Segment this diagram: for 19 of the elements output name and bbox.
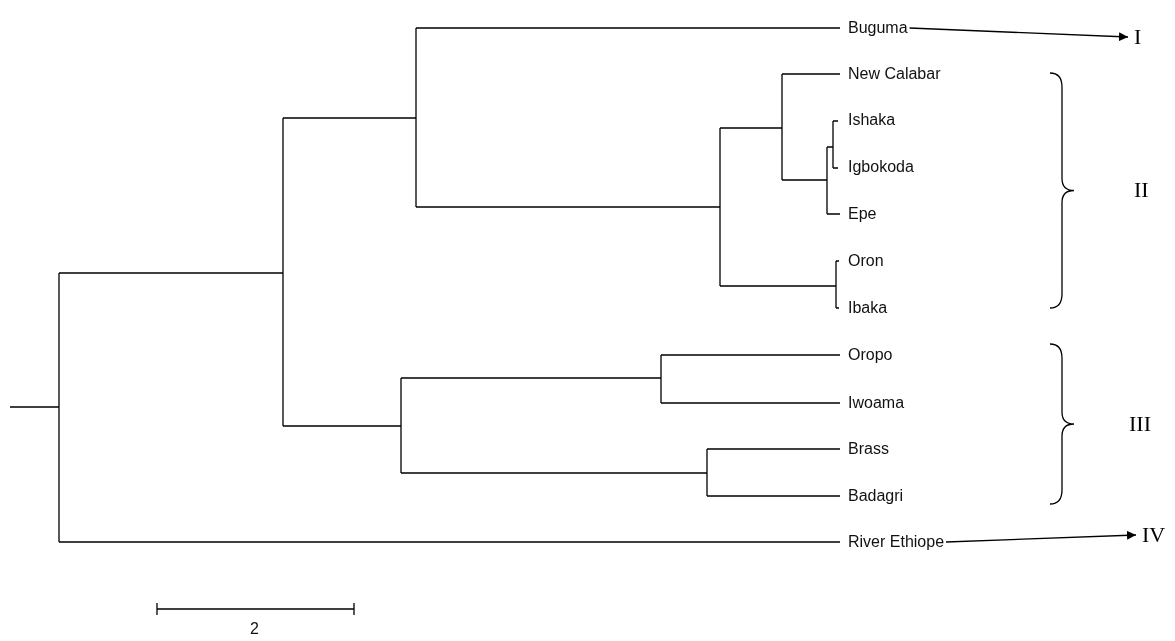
taxon-label: Oron xyxy=(848,252,884,270)
taxon-label: Epe xyxy=(848,205,877,223)
taxon-label: Igbokoda xyxy=(848,158,914,176)
group-numeral: IV xyxy=(1142,523,1166,547)
taxon-label: Ishaka xyxy=(848,111,896,129)
group-numeral: II xyxy=(1134,178,1149,202)
taxon-label: Ibaka xyxy=(848,299,888,317)
arrow xyxy=(945,530,1137,543)
taxon-label: New Calabar xyxy=(848,65,941,83)
group-numeral: I xyxy=(1134,25,1142,49)
group-numeral: III xyxy=(1129,412,1151,436)
arrow xyxy=(908,27,1129,42)
scale-label: 2 xyxy=(250,620,259,638)
taxon-label: River Ethiope xyxy=(848,533,945,551)
taxon-label: Brass xyxy=(848,440,889,458)
taxon-label: Iwoama xyxy=(848,394,905,412)
taxon-label: Badagri xyxy=(848,487,904,505)
taxon-label: Buguma xyxy=(848,19,908,37)
taxon-label: Oropo xyxy=(848,346,893,364)
